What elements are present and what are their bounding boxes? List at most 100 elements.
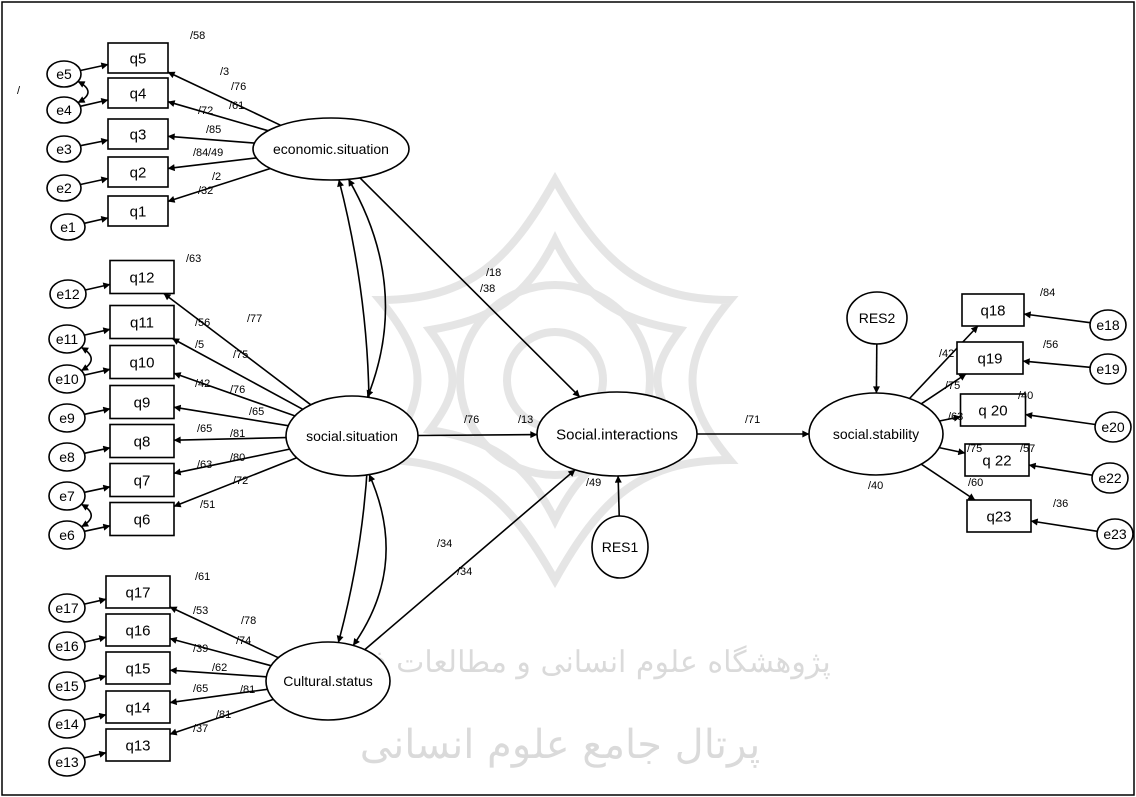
coefficient-label: /42 bbox=[195, 378, 210, 390]
box-q16 bbox=[105, 613, 171, 647]
coefficient-label: /40 bbox=[868, 480, 883, 492]
coefficient-label: /36 bbox=[1053, 498, 1068, 510]
path-e12-to-q12 bbox=[85, 282, 111, 291]
ellipse-econ bbox=[252, 117, 410, 181]
path-e17-to-q17 bbox=[84, 597, 107, 605]
coefficient-label: /80 bbox=[230, 452, 245, 464]
path-social-to-q6 bbox=[173, 457, 297, 508]
box-q5 bbox=[107, 42, 169, 74]
latent-variable-econ: economic.situation bbox=[252, 117, 410, 181]
observed-variable-q3: q3 bbox=[107, 118, 169, 150]
label-inter: Social.interactions bbox=[556, 426, 678, 443]
path-cult-to-q14 bbox=[169, 688, 268, 706]
coefficient-label: /32 bbox=[198, 185, 213, 197]
label-q20: q 20 bbox=[978, 402, 1007, 419]
institution-watermark: پژوهشگاه علوم انسانی و مطالعات فرهنگی پر… bbox=[289, 171, 831, 768]
label-e9: e9 bbox=[59, 410, 75, 426]
error-term-e23: e23 bbox=[1096, 518, 1134, 550]
coefficient-label: /58 bbox=[190, 30, 205, 42]
path-e10-to-q10 bbox=[84, 367, 111, 376]
path-social-to-q11 bbox=[172, 337, 304, 411]
coefficient-labels-layer: /58/76/3/61/72/85/84/49/2/32/63/77/56/75… bbox=[17, 30, 1068, 735]
ellipse-res2 bbox=[846, 291, 908, 345]
observed-variable-q5: q5 bbox=[107, 42, 169, 74]
coefficient-label: /49 bbox=[586, 477, 601, 489]
path-stab-to-q23 bbox=[920, 463, 976, 501]
box-q10 bbox=[109, 344, 175, 380]
box-q2 bbox=[107, 156, 169, 188]
observed-variable-q20: q 20 bbox=[959, 393, 1027, 427]
label-q1: q1 bbox=[130, 203, 147, 220]
nodes-layer: e1e2e3e4e5e6e7e8e9e10e11e12e13e14e15e16e… bbox=[46, 42, 1134, 777]
path-social-to-q7 bbox=[173, 448, 290, 476]
label-stab: social.stability bbox=[833, 426, 919, 442]
coefficient-label: /56 bbox=[195, 317, 210, 329]
path-e15-to-q15 bbox=[83, 674, 107, 683]
label-q14: q14 bbox=[125, 699, 150, 716]
error-term-e19: e19 bbox=[1089, 353, 1127, 385]
covariance-e10-e11 bbox=[80, 346, 92, 372]
covariance-econ-social bbox=[347, 178, 387, 398]
observed-variable-q13: q13 bbox=[105, 728, 171, 762]
label-q19: q19 bbox=[977, 350, 1002, 367]
box-q11 bbox=[109, 304, 175, 340]
label-q23: q23 bbox=[986, 508, 1011, 525]
box-q14 bbox=[105, 690, 171, 724]
label-res1: RES1 bbox=[602, 539, 639, 555]
path-e16-to-q16 bbox=[84, 635, 107, 643]
observed-variable-q16: q16 bbox=[105, 613, 171, 647]
coefficient-label: / bbox=[17, 85, 21, 97]
ellipse-e16 bbox=[48, 631, 86, 661]
observed-variable-q23: q23 bbox=[966, 499, 1032, 533]
coefficient-label: /85 bbox=[206, 124, 221, 136]
error-term-e20: e20 bbox=[1094, 411, 1132, 443]
path-e19-to-q19 bbox=[1022, 358, 1091, 369]
ellipse-cult bbox=[265, 641, 391, 721]
coefficient-label: /34 bbox=[437, 538, 452, 550]
path-econ-to-q2 bbox=[167, 157, 257, 172]
coefficient-label: /76 bbox=[464, 414, 479, 426]
label-e17: e17 bbox=[55, 600, 79, 616]
ellipse-e6 bbox=[48, 520, 86, 550]
label-e2: e2 bbox=[56, 180, 72, 196]
label-q22: q 22 bbox=[982, 452, 1011, 469]
path-stab-to-q20 bbox=[939, 414, 961, 422]
label-econ: economic.situation bbox=[273, 141, 389, 157]
observed-variable-q18: q18 bbox=[961, 293, 1025, 327]
label-e13: e13 bbox=[55, 754, 79, 770]
box-q1 bbox=[107, 195, 169, 227]
label-social: social.situation bbox=[306, 428, 398, 444]
coefficient-label: /84 bbox=[193, 147, 208, 159]
coefficient-label: /81 bbox=[216, 709, 231, 721]
label-q18: q18 bbox=[980, 302, 1005, 319]
ellipse-e23 bbox=[1096, 518, 1134, 550]
coefficient-label: /63 bbox=[197, 459, 212, 471]
watermark-line-2: پرتال جامع علوم انسانی bbox=[360, 722, 761, 768]
ellipse-e9 bbox=[48, 403, 86, 433]
path-stab-to-q18 bbox=[908, 325, 979, 400]
coefficient-label: /75 bbox=[945, 380, 960, 392]
box-q22 bbox=[964, 443, 1030, 477]
error-term-e18: e18 bbox=[1089, 309, 1127, 341]
label-e12: e12 bbox=[56, 286, 80, 302]
error-term-e6: e6 bbox=[48, 520, 86, 550]
label-e10: e10 bbox=[55, 371, 79, 387]
coefficient-label: /77 bbox=[247, 313, 262, 325]
label-e22: e22 bbox=[1098, 470, 1122, 486]
path-e4-to-q4 bbox=[80, 97, 109, 108]
observed-variable-q1: q1 bbox=[107, 195, 169, 227]
error-term-e7: e7 bbox=[48, 481, 86, 511]
ellipse-e11 bbox=[48, 324, 86, 354]
error-term-e12: e12 bbox=[49, 279, 87, 309]
error-term-e1: e1 bbox=[50, 213, 86, 241]
ellipse-e5 bbox=[46, 60, 82, 88]
path-e20-to-q20 bbox=[1025, 412, 1096, 426]
path-e8-to-q8 bbox=[84, 445, 111, 455]
coefficient-label: /34 bbox=[457, 566, 472, 578]
error-term-e17: e17 bbox=[48, 593, 86, 623]
ellipse-e20 bbox=[1094, 411, 1132, 443]
coefficient-label: /75 bbox=[967, 443, 982, 455]
coefficient-label: /65 bbox=[249, 406, 264, 418]
covariance-social-cult bbox=[352, 474, 387, 646]
